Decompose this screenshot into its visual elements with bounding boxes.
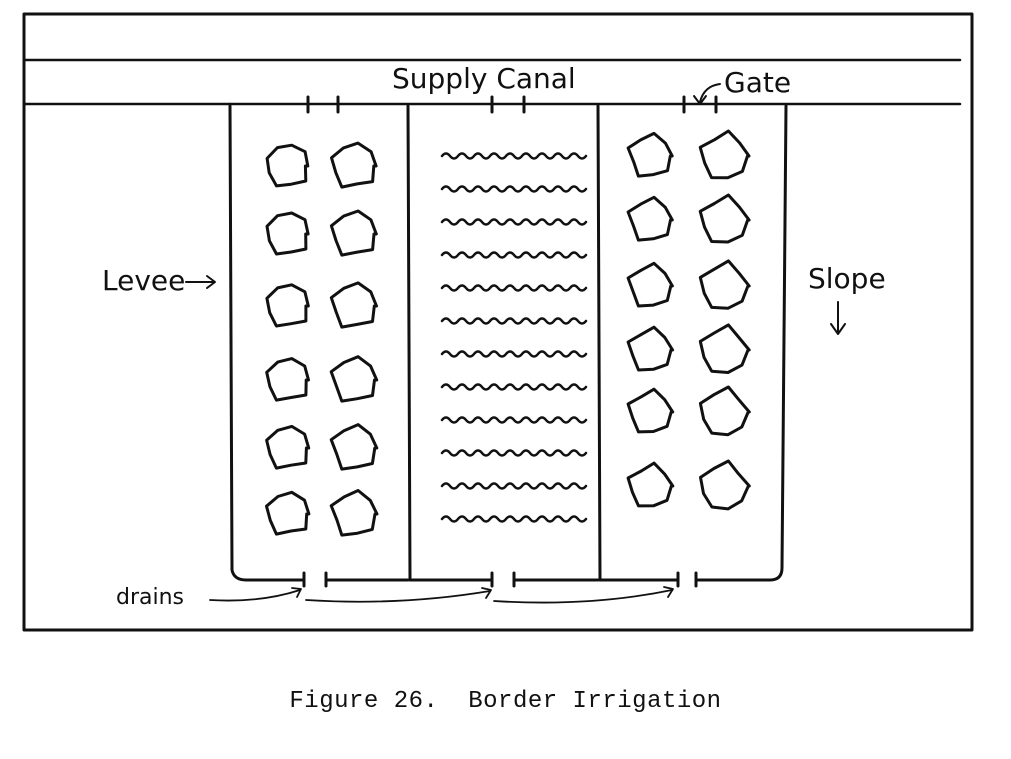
crop-plant-icon — [698, 323, 751, 374]
crop-plant-icon — [698, 385, 751, 437]
canal-gates — [306, 95, 718, 114]
crop-plant-icon — [626, 325, 675, 372]
crop-plant-icon — [265, 424, 311, 470]
water-ripple — [440, 449, 588, 457]
figure-caption: Figure 26. Border Irrigation — [289, 688, 722, 715]
crop-plant-icon — [699, 459, 751, 511]
water-ripple — [440, 152, 588, 160]
water-ripple — [440, 482, 588, 490]
crop-plant-icon — [330, 141, 378, 189]
crop-plant-icon — [626, 131, 674, 178]
supply-canal-label: Supply Canal — [392, 62, 576, 95]
crop-plant-icon — [626, 261, 674, 308]
water-ripple — [440, 383, 588, 391]
crop-plant-icon — [329, 355, 379, 403]
levees — [228, 104, 788, 582]
crop-plant-icon — [329, 281, 378, 329]
water-ripple — [440, 350, 588, 358]
levee-label: Levee — [102, 264, 185, 297]
crop-plant-icon — [698, 193, 751, 244]
supply-canal — [22, 58, 962, 106]
crop-plant-icon — [698, 259, 751, 310]
water-ripple — [440, 251, 588, 259]
gate-arrow-icon — [693, 83, 721, 105]
slope-down-arrow-icon — [830, 301, 846, 335]
crop-plant-icon — [626, 387, 675, 434]
crop-plant-icon — [265, 490, 311, 536]
water-ripple — [440, 317, 588, 325]
crop-plant-icon — [265, 283, 310, 328]
drains-label: drains — [116, 585, 184, 610]
water-ripple — [440, 284, 588, 292]
field-frame — [22, 12, 974, 632]
gate-label: Gate — [724, 66, 791, 99]
crop-plant-icon — [626, 461, 675, 508]
crop-plant-icon — [329, 489, 379, 537]
drain-arrows-icon — [209, 586, 674, 604]
crop-plant-icon — [329, 423, 379, 471]
water-ripple — [440, 416, 588, 424]
crop-plant-icon — [265, 357, 310, 402]
slope-label: Slope — [808, 262, 886, 295]
crop-plant-icon — [265, 211, 310, 256]
water-ripples-middle-strip — [440, 152, 588, 523]
drain-gates — [302, 571, 698, 588]
water-ripple — [440, 515, 588, 523]
crop-plant-icon — [265, 143, 310, 188]
crop-plant-icon — [329, 209, 378, 257]
crop-plants-left-strip — [265, 141, 379, 537]
water-ripple — [440, 185, 588, 193]
crop-plant-icon — [698, 129, 751, 180]
crop-plant-icon — [626, 195, 674, 242]
levee-arrow-icon — [185, 275, 216, 289]
water-ripple — [440, 218, 588, 226]
crop-plants-right-strip — [626, 129, 751, 511]
